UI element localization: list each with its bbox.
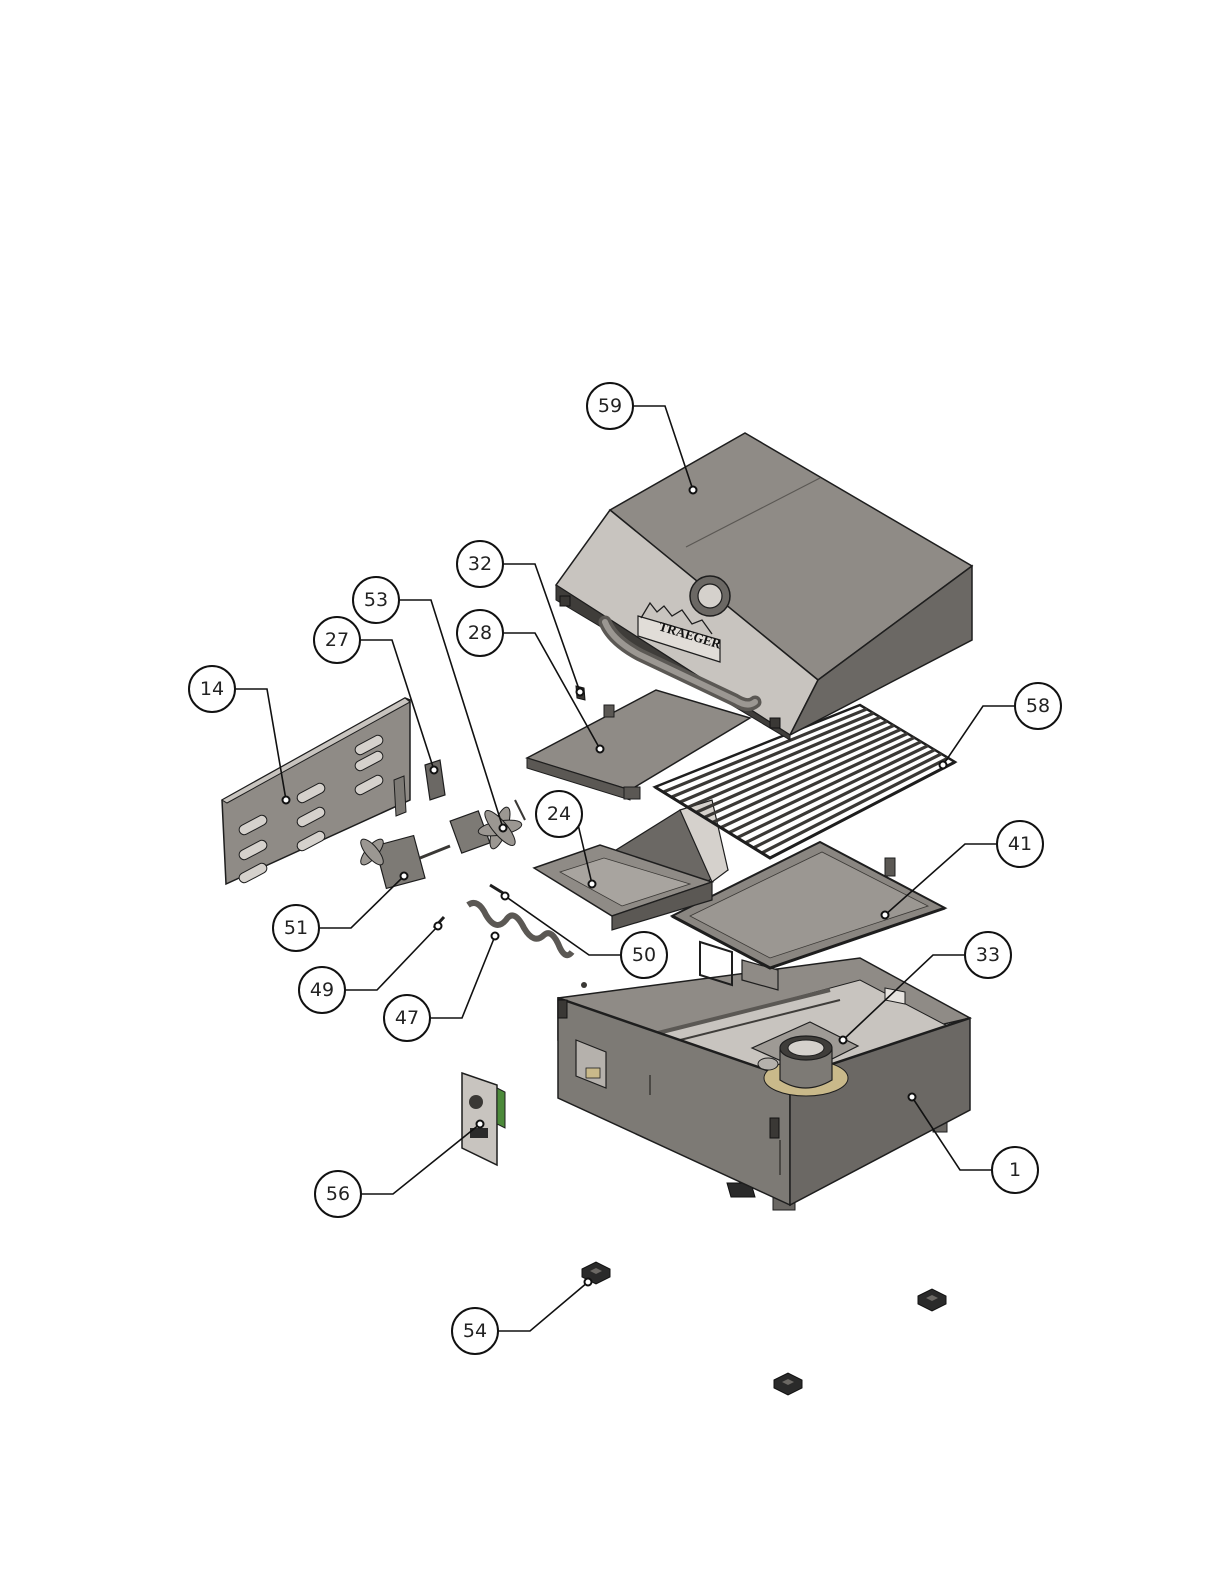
svg-text:14: 14: [200, 678, 224, 700]
svg-text:28: 28: [468, 622, 492, 644]
svg-text:47: 47: [395, 1007, 419, 1029]
svg-text:27: 27: [325, 629, 349, 651]
svg-text:54: 54: [463, 1320, 487, 1342]
svg-text:33: 33: [976, 944, 1000, 966]
svg-text:58: 58: [1026, 695, 1050, 717]
svg-text:53: 53: [364, 589, 388, 611]
svg-text:59: 59: [598, 395, 622, 417]
svg-text:56: 56: [326, 1183, 350, 1205]
controller-board-part: [462, 1073, 505, 1165]
svg-text:51: 51: [284, 917, 308, 939]
auger-motor-part: [357, 836, 450, 889]
svg-text:50: 50: [632, 944, 656, 966]
svg-text:32: 32: [468, 553, 492, 575]
svg-text:49: 49: [310, 979, 334, 1001]
callout-58: 58: [940, 683, 1062, 769]
small-screw-part: [581, 982, 587, 988]
lid-part: TRAEGER: [556, 433, 972, 740]
pin-part: [490, 885, 503, 893]
auger-part: [468, 903, 572, 955]
callout-56: 56: [315, 1121, 484, 1218]
svg-text:1: 1: [1009, 1159, 1021, 1181]
callout-54: 54: [452, 1279, 592, 1355]
svg-text:41: 41: [1008, 833, 1032, 855]
svg-text:24: 24: [547, 803, 571, 825]
grease-drip-tray-part: [527, 690, 750, 800]
body-part: [558, 958, 970, 1210]
foot-parts: [582, 1262, 946, 1395]
fan-motor-part: [450, 800, 525, 853]
callout-47: 47: [384, 933, 499, 1042]
